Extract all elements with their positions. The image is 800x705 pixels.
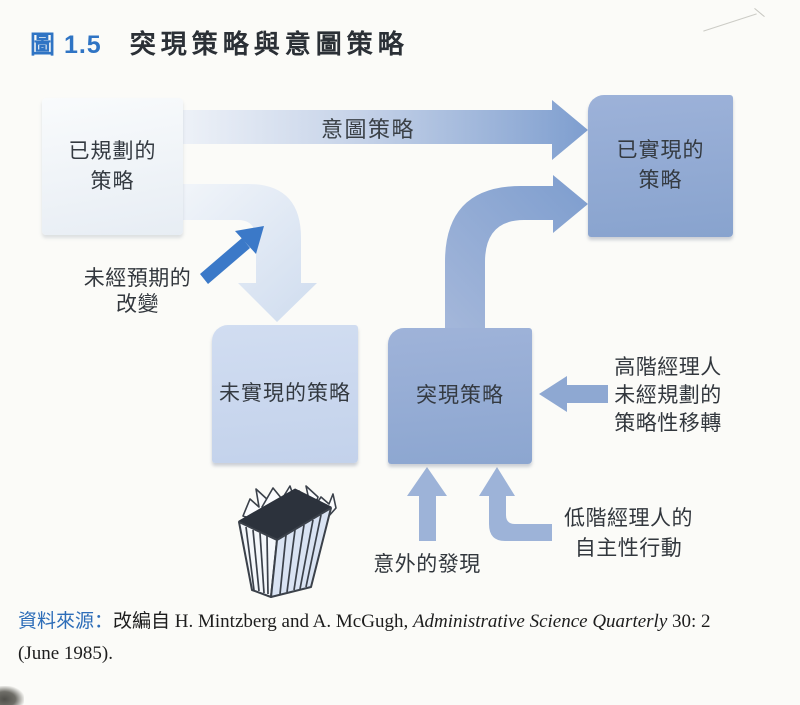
accidental-discovery-label: 意外的發現 [373,553,481,576]
figure-number: 圖 1.5 [30,31,102,59]
unrealized-strategy-box: 未實現的策略 [212,325,358,463]
senior-managers-line1: 高階經理人 [614,356,722,379]
planned-strategy-box: 已規劃的 策略 [42,98,183,235]
realized-box-label-line2: 策略 [638,169,683,192]
source-note: 資料來源：改編自 H. Mintzberg and A. McGugh, Adm… [18,606,786,670]
junior-managers-line1: 低階經理人的 [564,507,693,530]
emergent-strategy-box: 突現策略 [388,328,532,464]
source-text-post: 30: 2 [667,611,711,632]
scan-smudge [0,686,24,705]
senior-managers-line2: 未經規劃的 [614,384,722,407]
senior-shift-arrow [539,376,608,412]
unexpected-change-line2: 改變 [116,293,159,316]
emergent-box-label: 突現策略 [416,384,504,407]
discovery-arrow [407,467,447,541]
source-text-pre: 改編自 H. Mintzberg and A. McGugh, [113,611,413,632]
junior-managers-label: 低階經理人的 自主性行動 [556,504,701,564]
unexpected-change-arrow [200,226,264,284]
planned-box-label-line1: 已規劃的 [68,139,157,163]
trash-ribs [245,514,322,595]
unexpected-change-label: 未經預期的 改變 [60,266,215,318]
realized-strategy-box: 已實現的 策略 [588,95,733,237]
unexpected-change-line1: 未經預期的 [83,267,192,290]
trash-right-face [270,507,332,598]
unrealized-box-label: 未實現的策略 [219,382,351,405]
source-label: 資料來源： [18,611,114,632]
planned-box-label-line2: 策略 [90,169,135,193]
trash-can-icon [238,485,337,598]
source-line2: (June 1985). [18,643,113,664]
autonomy-arrow [479,467,552,541]
source-journal-title: Administrative Science Quarterly [412,611,668,632]
planned-to-unrealized-arrow [178,184,317,322]
senior-managers-line3: 策略性移轉 [614,412,722,435]
figure-title: 突現策略與意圖策略 [129,29,409,59]
senior-managers-label: 高階經理人 未經規劃的 策略性移轉 [603,354,733,438]
emergent-to-realized-arrow [445,175,588,332]
intended-strategy-arrow [178,100,588,160]
junior-managers-line2: 自主性行動 [574,537,683,560]
figure-header: 圖 1.5 突現策略與意圖策略 [30,24,409,61]
intended-strategy-label: 意圖策略 [320,117,415,142]
realized-box-label-line1: 已實現的 [616,139,705,162]
